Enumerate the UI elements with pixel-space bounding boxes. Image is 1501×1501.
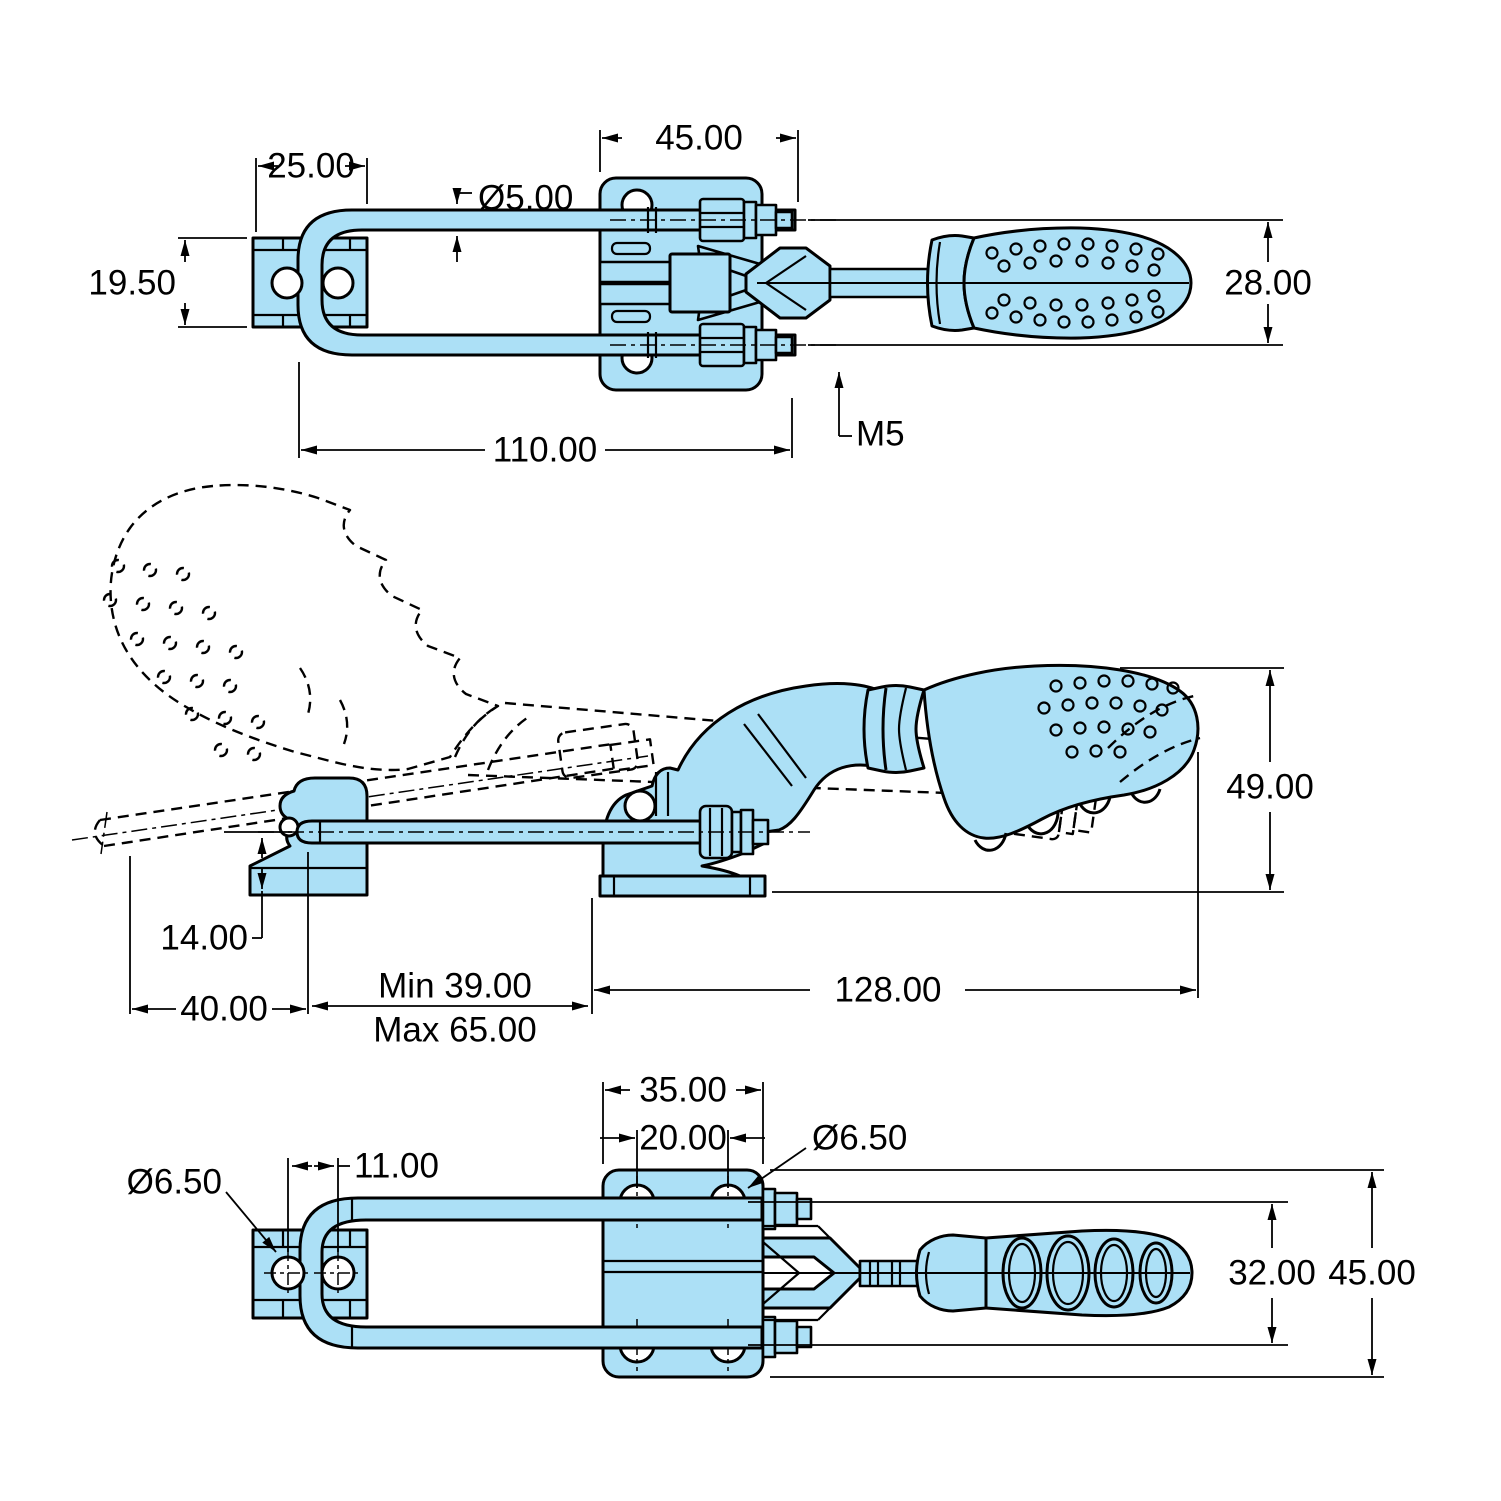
plate-slot [610,309,652,324]
top-view: 25.00 Ø5.00 45.00 19.50 28.00 [88,119,1311,470]
top-view-dimensions: 25.00 Ø5.00 45.00 19.50 28.00 [88,119,1311,470]
phantom-clevis [557,722,655,780]
phantom-grip-dots [102,558,266,762]
mounting-plate-side-view [598,874,767,898]
dim-min: Min 39.00 [378,967,532,1006]
dim-dia65-block: Ø6.50 [127,1163,222,1202]
dim-20: 20.00 [639,1119,727,1158]
dim-45-bottom: 45.00 [1328,1254,1416,1293]
dim-110: 110.00 [493,431,597,470]
clevis-holes [264,1249,362,1297]
clevis-hole [270,266,304,300]
dim-128: 128.00 [834,971,941,1010]
dim-dia65-plate: Ø6.50 [812,1119,907,1158]
dim-11: 11.00 [354,1147,439,1186]
clevis-hole [321,266,355,300]
handle-side-view [862,663,1201,852]
dim-14: 14.00 [160,919,248,958]
side-view: 49.00 14.00 40.00 Min 39.00 Max 65.00 [71,483,1314,1050]
side-view-dimensions: 49.00 14.00 40.00 Min 39.00 Max 65.00 [129,667,1314,1050]
dim-28: 28.00 [1224,264,1312,303]
dim-49: 49.00 [1226,768,1314,807]
handle-top-view [757,226,1193,340]
handle-grip [922,663,1200,840]
pivot [623,789,657,823]
nut-stack-lower [761,1315,813,1359]
bottom-view-dimensions: 35.00 20.00 Ø6.50 Ø6.50 11.00 [127,1071,1416,1378]
dim-32: 32.00 [1228,1254,1316,1293]
dim-dia5: Ø5.00 [478,179,573,218]
dim-m5: M5 [856,415,905,454]
dim-35: 35.00 [639,1071,727,1110]
dim-max: Max 65.00 [373,1011,536,1050]
handle-ferrule [862,684,926,774]
nut-stack-upper [761,1187,813,1231]
mounting-plate-bottom-view [601,1168,765,1379]
dim-19-5: 19.50 [88,264,176,303]
handle-bottom-view [763,1228,1194,1318]
dim-40: 40.00 [180,990,268,1029]
bottom-view: 35.00 20.00 Ø6.50 Ø6.50 11.00 [127,1071,1416,1379]
dim-45-top: 45.00 [655,119,743,158]
plate-slot [610,241,652,256]
grip-dots [985,237,1165,329]
dim-25: 25.00 [267,147,355,186]
grip-dots [1037,674,1180,759]
